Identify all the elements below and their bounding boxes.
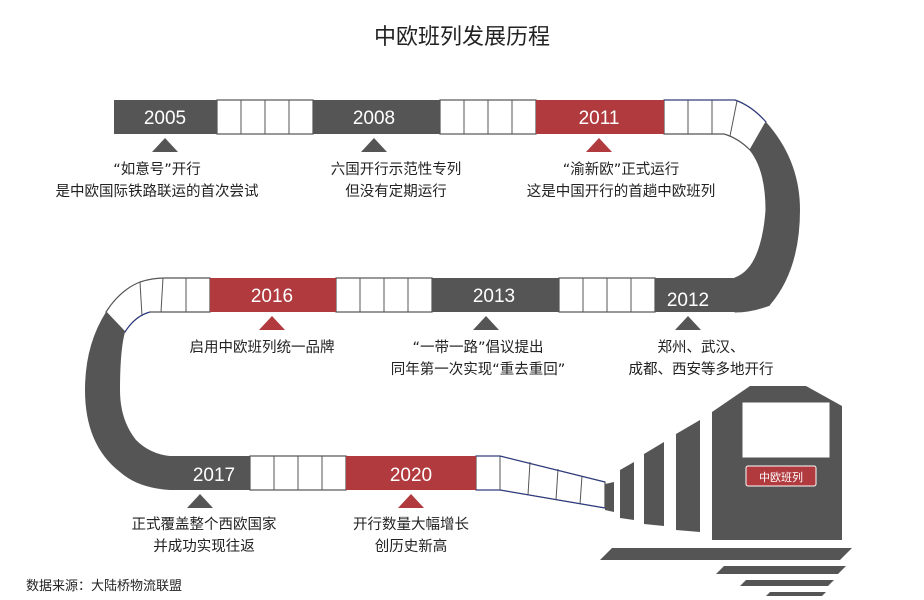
year-label: 2013 (473, 286, 515, 307)
pointer-triangle (586, 138, 612, 152)
year-label: 2012 (667, 290, 709, 311)
year-block (313, 100, 440, 134)
track-curve-left (85, 312, 170, 490)
milestone-description: 启用中欧班列统一品牌 (190, 339, 335, 356)
year-block (536, 100, 664, 134)
year-block (655, 278, 735, 312)
train-badge (745, 465, 817, 487)
milestone-description: 并成功实现往返 (153, 538, 255, 555)
locomotive-illustration: 中欧班列 (600, 386, 852, 596)
year-block (346, 456, 476, 490)
year-label: 2011 (579, 108, 620, 129)
train-badge-label: 中欧班列 (759, 470, 803, 484)
milestone-description: “如意号”开行 (113, 160, 201, 178)
pointer-triangle (675, 316, 701, 330)
milestone-description: 六国开行示范性专列 (331, 161, 462, 178)
milestone-description: 这是中国开行的首趟中欧班列 (527, 183, 716, 200)
milestone-description: 但没有定期运行 (345, 183, 447, 200)
year-block (210, 278, 336, 312)
pointer-triangle (473, 316, 499, 330)
pointer-triangle (398, 494, 424, 508)
milestone-description: 郑州、武汉、 (658, 339, 745, 356)
year-block (432, 278, 559, 312)
milestone-description: 开行数量大幅增长 (353, 516, 469, 533)
milestone-2016: 2016 启用中欧班列统一品牌 (190, 278, 336, 356)
milestone-description: 是中欧国际铁路联运的首次尝试 (56, 183, 259, 200)
track-row-2 (105, 277, 735, 333)
milestone-description: 创历史新高 (375, 538, 448, 555)
pointer-triangle (259, 316, 285, 330)
track-curve-right (735, 122, 800, 312)
year-label: 2008 (353, 108, 395, 129)
year-label: 2020 (390, 465, 432, 486)
milestone-description: 成都、西安等多地开行 (629, 360, 774, 378)
year-label: 2016 (251, 286, 293, 307)
pointer-triangle (152, 138, 178, 152)
year-block (114, 100, 217, 134)
pointer-triangle (187, 494, 213, 508)
pointer-triangle (361, 138, 387, 152)
track-row-1 (216, 99, 767, 151)
year-label: 2005 (144, 108, 186, 129)
milestone-description: “一带一路”倡议提出 (412, 339, 543, 356)
milestone-description: “渝新欧”正式运行 (563, 161, 680, 178)
year-block (170, 456, 250, 490)
milestone-2012: 2012 郑州、武汉、成都、西安等多地开行 (629, 278, 774, 378)
milestone-description: 同年第一次实现“重去重回” (391, 360, 566, 378)
milestone-description: 正式覆盖整个西欧国家 (132, 516, 277, 533)
page-title: 中欧班列发展历程 (374, 25, 550, 50)
year-label: 2017 (193, 465, 235, 486)
source-note: 数据来源：大陆桥物流联盟 (26, 578, 182, 594)
